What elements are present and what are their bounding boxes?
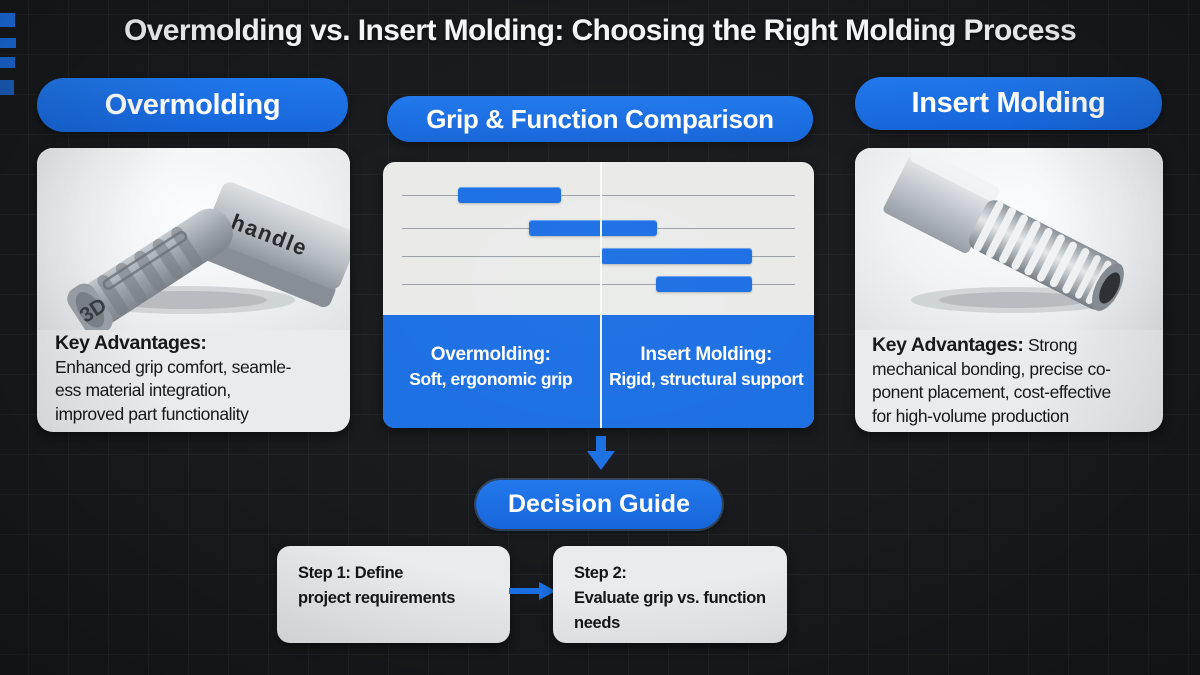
step-2-line: needs <box>574 614 620 632</box>
insert-body <box>883 148 1124 311</box>
accent-dash-icon <box>0 57 15 68</box>
insert-molding-legend: Insert Molding: Rigid, structural suppor… <box>599 315 815 428</box>
insert-molding-header-pill: Insert Molding <box>855 77 1162 130</box>
insert-molding-advantages: Key Advantages: Strong mechanical bondin… <box>872 334 1155 428</box>
legend-subtitle: Soft, ergonomic grip <box>409 369 573 389</box>
advantages-heading: Key Advantages: <box>872 334 1024 356</box>
decision-guide-pill: Decision Guide <box>476 480 722 529</box>
advantage-line: ess material integration, <box>55 380 231 400</box>
overmolding-advantages: Key Advantages: Enhanced grip comfort, s… <box>55 332 342 426</box>
overmolding-header-label: Overmolding <box>104 88 281 121</box>
insert-molding-header-label: Insert Molding <box>911 87 1106 119</box>
step-1-box: Step 1: Define project requirements <box>277 546 510 643</box>
step-2-line: Evaluate grip vs. function <box>574 589 766 607</box>
comparison-header-label: Grip & Function Comparison <box>426 103 774 134</box>
comparison-panel: Overmolding: Soft, ergonomic grip Insert… <box>383 162 814 428</box>
legend-subtitle: Rigid, structural support <box>609 369 804 389</box>
advantage-line: ponent placement, cost-effective <box>872 382 1111 402</box>
step-1-line: Step 1: Define <box>298 564 404 582</box>
chart-gridline <box>401 255 796 257</box>
page-title: Overmolding vs. Insert Molding: Choosing… <box>123 14 1077 47</box>
chart-divider <box>599 162 602 428</box>
legend-title: Insert Molding: <box>640 344 773 365</box>
overmolding-header-pill: Overmolding <box>37 78 348 132</box>
overmolding-panel: handle 3D Key Advanta <box>37 148 350 432</box>
advantage-line-first: Key Advantages: Strong <box>872 334 1078 356</box>
tool-head: handle <box>198 182 350 308</box>
tool-grip: 3D <box>67 208 233 330</box>
advantage-line: for high-volume production <box>872 405 1069 426</box>
comparison-chart <box>383 162 814 315</box>
chart-bar <box>601 247 752 264</box>
step-2-box: Step 2: Evaluate grip vs. function needs <box>553 546 787 643</box>
chart-gridline <box>401 283 796 285</box>
comparison-legend: Overmolding: Soft, ergonomic grip Insert… <box>383 315 814 428</box>
handle-tool-illustration: handle 3D <box>67 182 350 330</box>
right-arrow-icon <box>509 582 556 600</box>
legend-title: Overmolding: <box>430 344 551 365</box>
chart-bar <box>529 219 658 236</box>
down-arrow-icon <box>587 436 615 470</box>
decision-guide-label: Decision Guide <box>508 490 690 518</box>
overmolding-part-image: handle 3D <box>37 148 350 330</box>
step-1-line: project requirements <box>298 589 456 607</box>
advantage-line: improved part functionality <box>55 403 249 424</box>
insert-part-image <box>855 148 1163 330</box>
step-2-line: Step 2: <box>574 564 627 582</box>
insert-molding-panel: Key Advantages: Strong mechanical bondin… <box>855 148 1163 432</box>
advantage-line: mechanical bonding, precise co- <box>872 358 1111 379</box>
advantages-heading: Key Advantages: <box>55 332 207 354</box>
accent-dash-icon <box>0 38 16 48</box>
overmolding-legend: Overmolding: Soft, ergonomic grip <box>383 315 599 428</box>
chart-bar <box>457 187 562 204</box>
accent-dash-icon <box>0 13 15 27</box>
advantage-line: Enhanced grip comfort, seamle- <box>55 356 292 377</box>
threaded-insert-illustration <box>883 148 1124 313</box>
chart-gridline <box>401 195 796 197</box>
comparison-header-pill: Grip & Function Comparison <box>387 96 813 142</box>
chart-bar <box>655 275 752 292</box>
accent-dash-icon <box>0 80 14 95</box>
